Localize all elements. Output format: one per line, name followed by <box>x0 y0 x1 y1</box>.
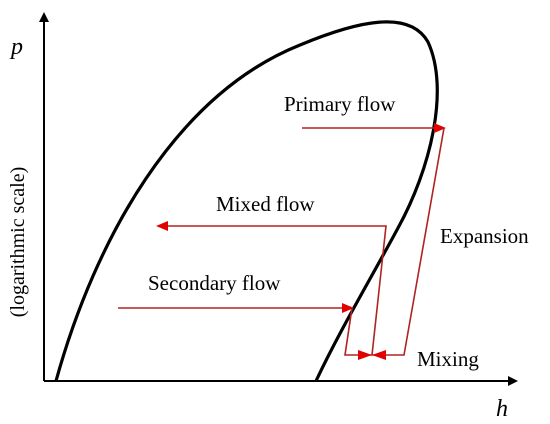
mixed-flow-label: Mixed flow <box>216 192 315 216</box>
saturation-dome-curve <box>54 20 439 382</box>
mixing-label: Mixing <box>417 347 479 371</box>
mixing-arrowhead-left <box>358 350 372 360</box>
y-axis-symbol: p <box>9 34 23 60</box>
primary-flow-label: Primary flow <box>284 92 396 116</box>
mixing-arrowhead-right <box>372 350 386 360</box>
mixed-flow-line <box>156 221 387 356</box>
expansion-label: Expansion <box>440 224 529 248</box>
secondary-flow-label: Secondary flow <box>148 271 281 295</box>
y-axis-note: (logarithmic scale) <box>7 167 29 318</box>
primary-expansion-line <box>372 127 445 356</box>
x-axis-symbol: h <box>496 396 508 422</box>
